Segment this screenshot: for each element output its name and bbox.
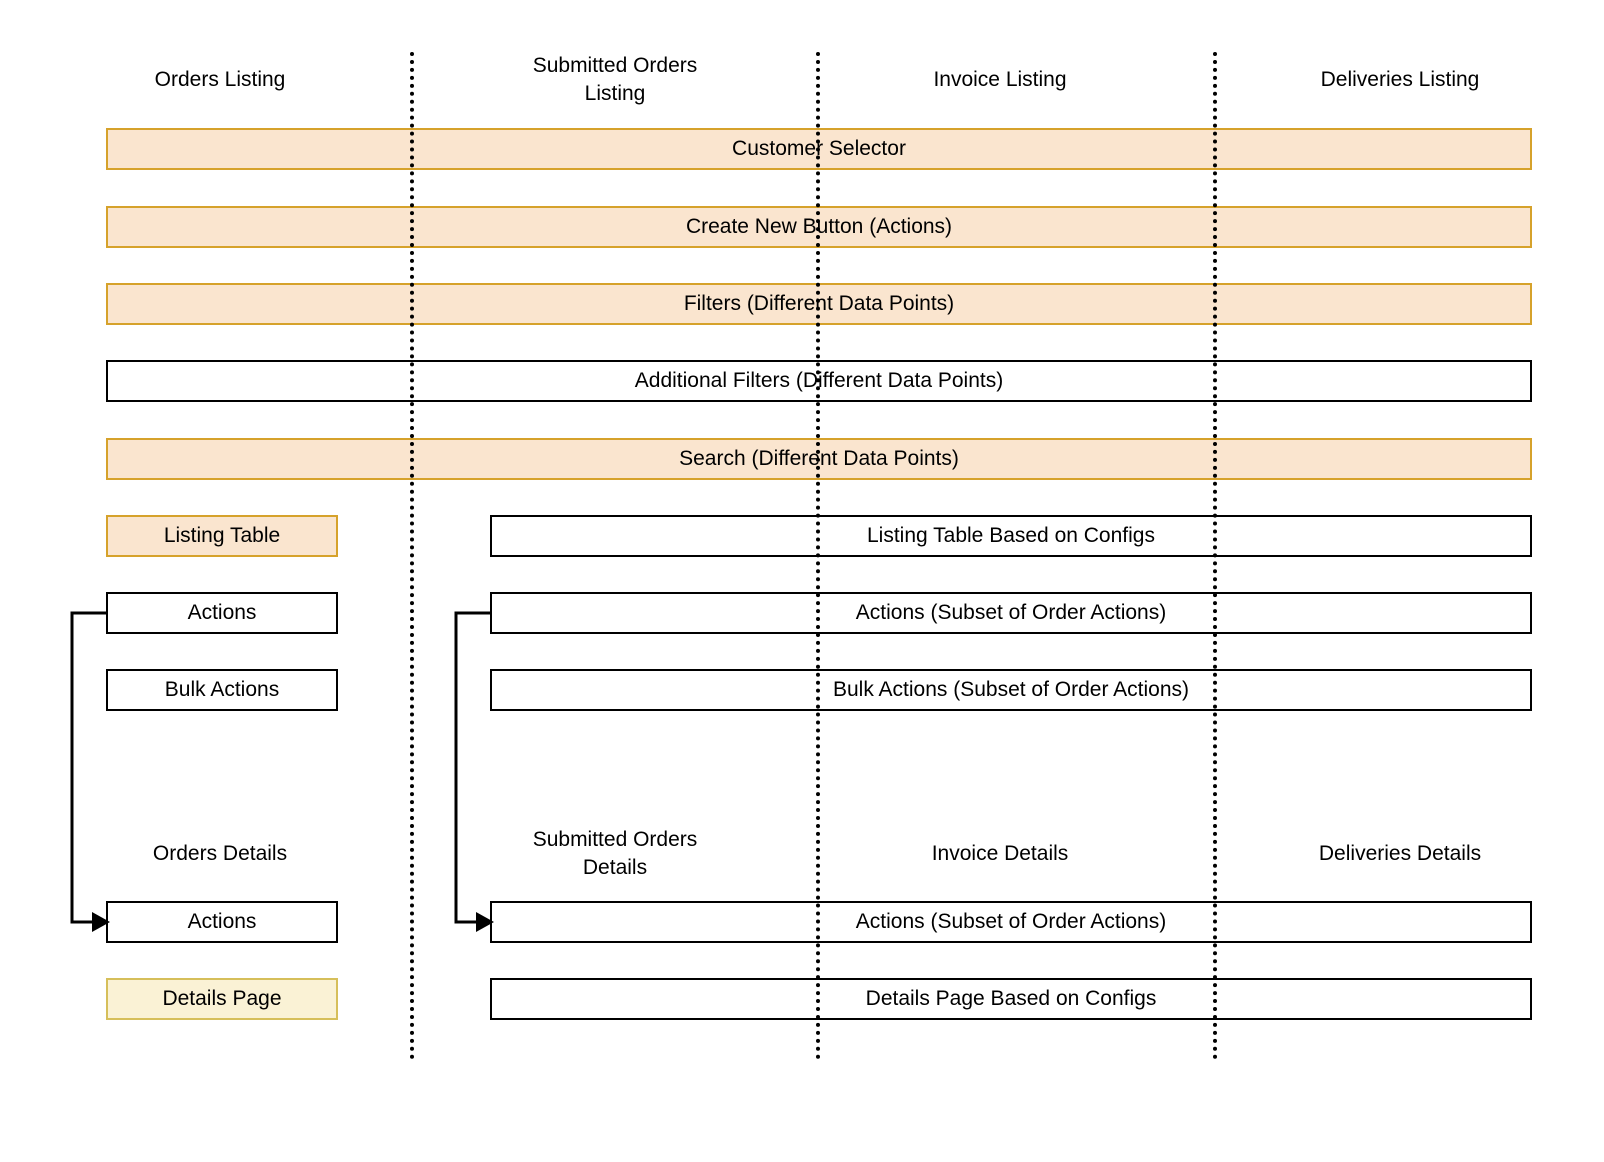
column-header-invoice-details: Invoice Details: [931, 842, 1069, 865]
row-listing-table-left[interactable]: Listing Table: [106, 515, 338, 557]
row-details-page-configs[interactable]: Details Page Based on Configs: [490, 978, 1532, 1020]
row-details-page-left[interactable]: Details Page: [106, 978, 338, 1020]
lane-divider-invoice-deliveries: [1213, 52, 1217, 1060]
column-header-deliveries-listing: Deliveries Listing: [1320, 68, 1480, 91]
lane-divider-orders-submitted: [410, 52, 414, 1060]
row-details-actions-subset[interactable]: Actions (Subset of Order Actions): [490, 901, 1532, 943]
row-actions-left[interactable]: Actions: [106, 592, 338, 634]
column-header-orders-listing: Orders Listing: [154, 68, 286, 91]
column-header-submitted-orders-details: Submitted Orders Details: [532, 828, 698, 879]
lane-divider-submitted-invoice: [816, 52, 820, 1060]
row-details-actions-left[interactable]: Actions: [106, 901, 338, 943]
column-header-submitted-orders-listing: Submitted Orders Listing: [532, 54, 698, 105]
column-header-deliveries-details: Deliveries Details: [1318, 842, 1482, 865]
row-bulk-actions-left[interactable]: Bulk Actions: [106, 669, 338, 711]
row-actions-subset[interactable]: Actions (Subset of Order Actions): [490, 592, 1532, 634]
column-header-invoice-listing: Invoice Listing: [933, 68, 1067, 91]
connector-submitted-actions-to-details-actions: [454, 611, 494, 932]
row-bulk-actions-subset[interactable]: Bulk Actions (Subset of Order Actions): [490, 669, 1532, 711]
row-listing-table-configs[interactable]: Listing Table Based on Configs: [490, 515, 1532, 557]
column-header-orders-details: Orders Details: [152, 842, 288, 865]
connector-orders-actions-to-details-actions: [70, 611, 110, 932]
